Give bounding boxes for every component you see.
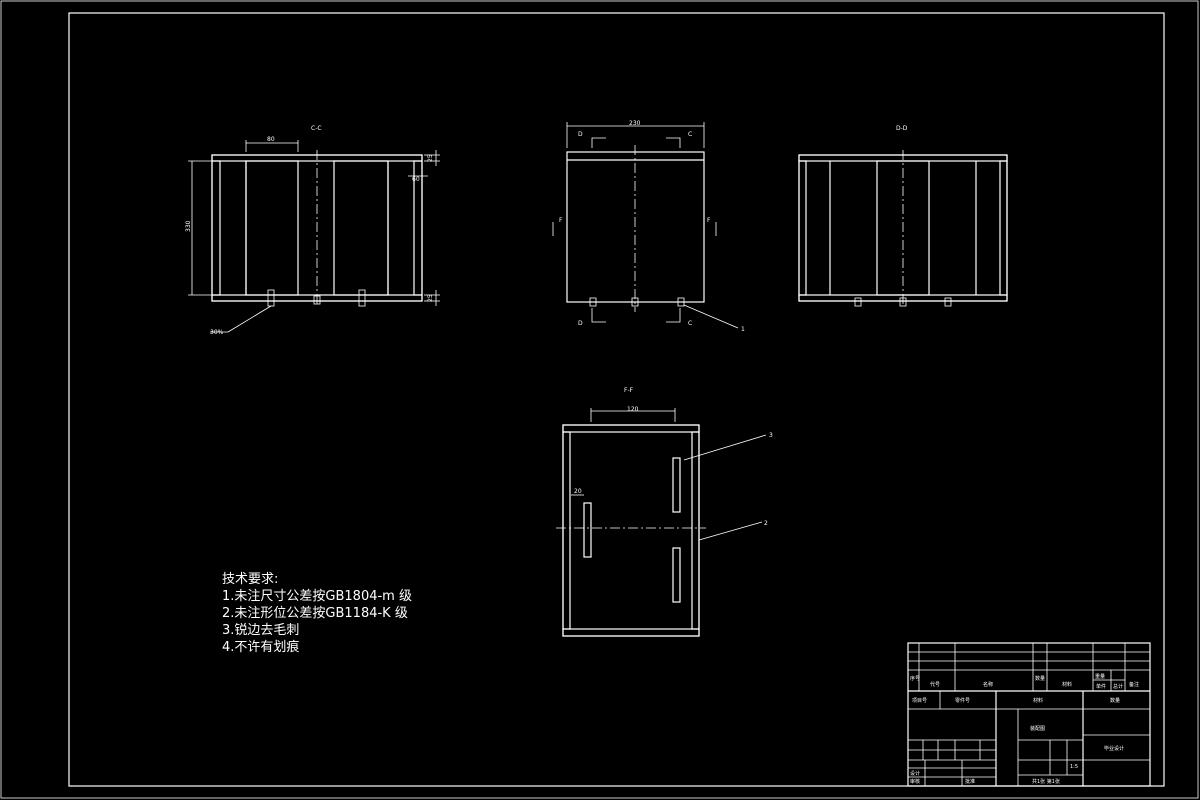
view-dd: D-D [798,125,1008,307]
svg-text:3: 3 [769,432,773,439]
svg-text:数量: 数量 [1035,675,1045,682]
svg-text:30%: 30% [210,329,224,336]
title-block: 序号 代号 名称 数量 材料 重量 单件 总计 备注 项目号 零件号 材料 数量… [907,642,1151,787]
svg-text:项目号: 项目号 [912,698,927,704]
svg-text:25: 25 [427,294,434,302]
svg-text:备注: 备注 [1129,681,1139,688]
svg-text:60: 60 [412,176,420,183]
svg-text:单件: 单件 [1096,683,1106,690]
svg-text:材料: 材料 [1062,681,1072,688]
ff-plate-left [583,502,592,558]
svg-text:1:5: 1:5 [1070,764,1078,770]
svg-text:材料: 材料 [1033,697,1043,704]
svg-text:零件号: 零件号 [955,697,970,704]
svg-text:D: D [578,131,583,138]
svg-text:审核: 审核 [910,778,920,785]
svg-text:20: 20 [574,488,582,495]
svg-text:25: 25 [427,154,434,162]
ff-title: F-F [624,387,634,394]
svg-text:装配图: 装配图 [1030,725,1045,732]
view-cc: C-C 80 330 25 60 25 [185,125,440,336]
svg-text:设计: 设计 [910,770,920,777]
svg-text:代号: 代号 [930,681,940,688]
svg-text:D: D [578,320,583,327]
tech-item-1: 1.未注尺寸公差按GB1804-m 级 [222,589,412,604]
svg-text:F: F [707,217,711,224]
svg-text:1: 1 [741,326,745,333]
svg-text:120: 120 [627,406,639,413]
cc-hatch-right [333,160,389,296]
tech-item-3: 3.锐边去毛刺 [222,623,300,638]
svg-text:数量: 数量 [1110,697,1120,704]
svg-text:80: 80 [267,136,275,143]
tech-heading: 技术要求: [222,572,279,587]
svg-text:批准: 批准 [965,778,975,785]
tech-item-4: 4.不许有划痕 [222,640,300,655]
technical-requirements: 技术要求: 1.未注尺寸公差按GB1804-m 级 2.未注形位公差按GB118… [222,571,412,656]
svg-text:2: 2 [764,520,768,527]
svg-text:330: 330 [185,220,192,232]
ff-plate-right-top [672,457,681,513]
tech-item-2: 2.未注形位公差按GB1184-K 级 [222,606,408,621]
dd-title: D-D [896,125,908,132]
svg-text:F: F [559,217,563,224]
svg-text:毕业设计: 毕业设计 [1104,745,1124,752]
svg-text:总计: 总计 [1113,683,1123,690]
view-front: 230 D C D C F F 1 [552,120,745,333]
ff-plate-right-bot [672,547,681,603]
cc-hatch-left [245,160,299,296]
svg-text:重量: 重量 [1095,673,1105,680]
view-ff: F-F 120 20 3 2 [556,387,773,637]
svg-text:共1张 第1张: 共1张 第1张 [1032,778,1060,785]
svg-text:名称: 名称 [983,681,993,688]
cc-title: C-C [311,125,322,132]
inner-frame [68,12,1165,787]
svg-text:序号: 序号 [910,675,920,682]
svg-text:C: C [688,320,692,327]
svg-text:230: 230 [629,120,641,127]
svg-text:C: C [688,131,692,138]
